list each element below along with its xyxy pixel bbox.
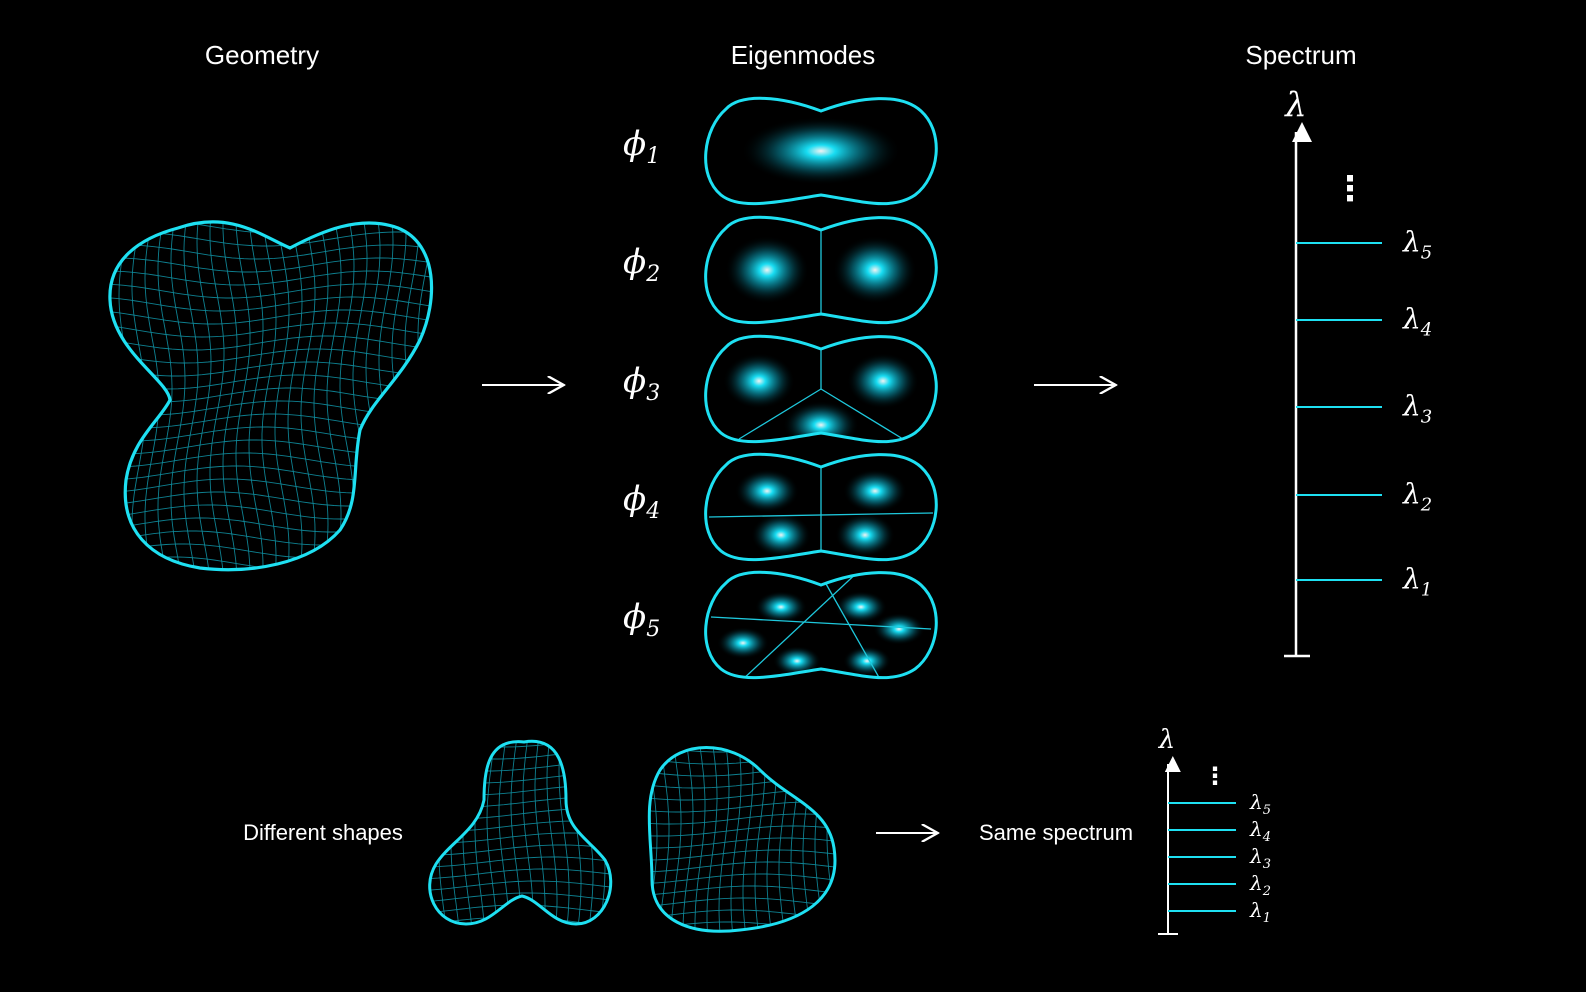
spectrum-axis-symbol: λ [1283,85,1307,125]
geometry-header: Geometry [205,40,319,70]
spectrum-level-label: λ5 [1402,225,1432,263]
eigenmode-shape-3 [704,334,938,444]
geometry-outline [108,220,434,572]
mode-label-2: ϕ2 [623,242,660,287]
eigenmode-shape-5 [704,570,938,680]
spectrum-header: Spectrum [1245,40,1356,70]
eigenmode-shape-2 [704,215,938,325]
spectrum-level-label: λ1 [1249,898,1271,926]
rounded-triangle-outline [647,746,837,933]
three-lobe-outline [428,739,613,926]
rounded-triangle-shape [647,746,837,933]
spectrum-level-label: λ3 [1249,844,1271,872]
eigenmode-shapes [704,96,938,680]
eigenmodes-header: Eigenmodes [731,40,876,70]
spectrum-chart: λ ⋮ λ5 λ4 λ3 λ2 λ1 [1283,85,1432,658]
spectrum-level-label: λ4 [1402,302,1432,340]
spectrum-level-label: λ2 [1402,477,1432,515]
spectrum-level-label: λ1 [1402,562,1432,600]
mode-label-3: ϕ3 [623,361,660,406]
mode-label-5: ϕ5 [623,597,660,642]
small-spectrum-axis-symbol: λ [1158,725,1175,755]
eigenmode-shape-4 [704,452,938,562]
same-spectrum-label: Same spectrum [979,820,1133,845]
geometry-shape [108,220,434,572]
spectrum-level-label: λ2 [1249,871,1271,899]
mode-label-1: ϕ1 [623,124,660,169]
spectrum-ellipsis: ⋮ [1333,170,1367,208]
three-lobe-shape [428,739,613,926]
three-lobe-mesh [429,741,611,924]
mode-labels: ϕ1 ϕ2 ϕ3 ϕ4 ϕ5 [623,124,660,642]
spectrum-level-label: λ3 [1402,389,1432,427]
eigenmode-shape-1 [704,96,938,206]
geometry-mesh [109,221,432,570]
small-spectrum-ellipsis: ⋮ [1203,763,1227,790]
spectrum-level-label: λ5 [1249,790,1271,818]
mode-label-4: ϕ4 [623,479,660,524]
different-shapes-label: Different shapes [243,820,403,845]
spectrum-level-label: λ4 [1249,817,1271,845]
spectrum-levels: λ5 λ4 λ3 λ2 λ1 [1296,225,1432,600]
